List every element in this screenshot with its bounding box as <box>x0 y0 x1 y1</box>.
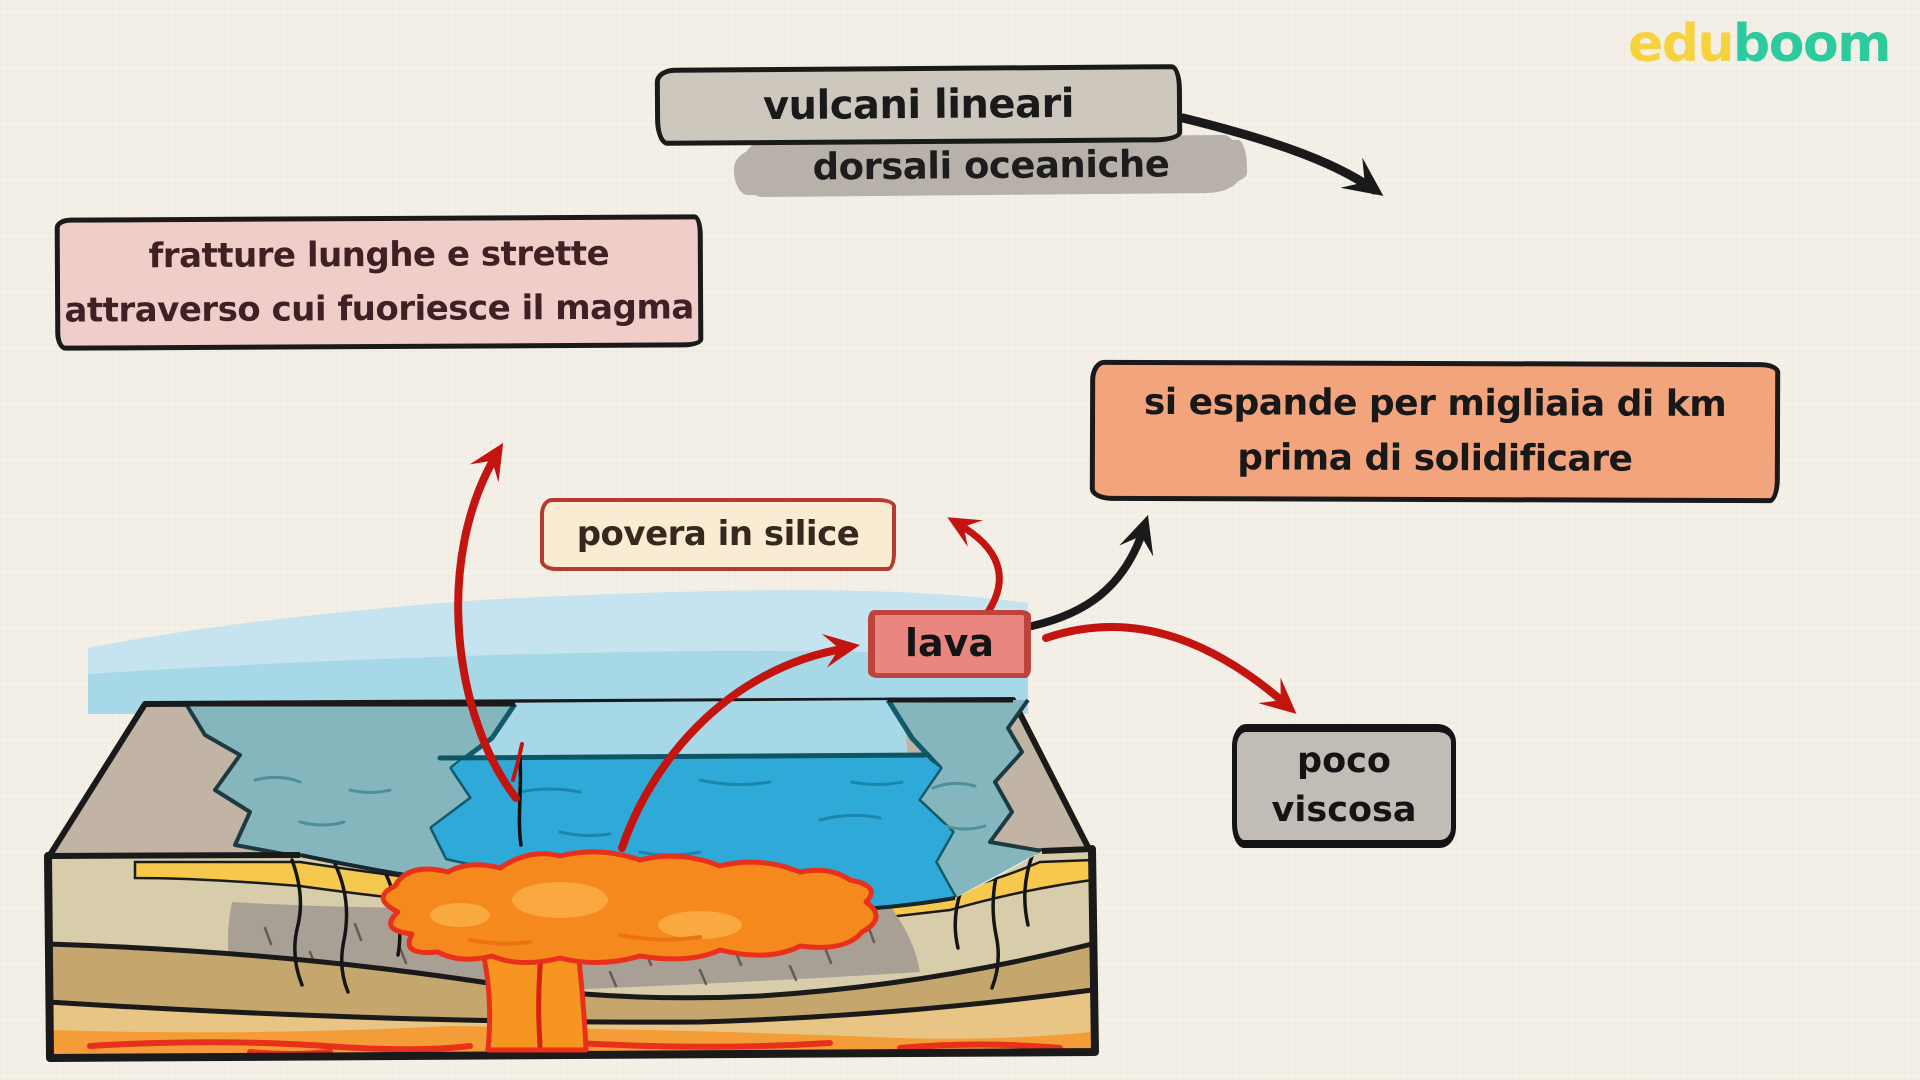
viscosa-line1: poco <box>1297 740 1391 781</box>
magma-streaks <box>87 1039 1063 1057</box>
fratture-line2: attraverso cui fuoriesce il magma <box>64 286 694 331</box>
annotation-arrows <box>454 113 1395 852</box>
logo-edu-text: edu <box>1628 14 1735 74</box>
espande-box: si espande per migliaia di km prima di s… <box>1089 359 1781 504</box>
arrow-lava-to-viscosa-box <box>1042 622 1308 727</box>
vulcani-lineari-box: vulcani lineari <box>654 64 1183 146</box>
arrow-lava-to-povera-box <box>939 504 1003 616</box>
lava-box: lava <box>868 610 1031 678</box>
fratture-line1: fratture lunghe e strette <box>148 233 610 276</box>
block-back-edge <box>145 697 1013 707</box>
fratture-box: fratture lunghe e strette attraverso cui… <box>54 214 704 351</box>
lava-text: lava <box>904 621 995 666</box>
arrow-vulcani-to-right <box>1178 113 1395 212</box>
lava-plume <box>380 849 879 966</box>
plume-shading <box>468 933 702 946</box>
logo-boom-text: boom <box>1733 14 1891 74</box>
arrow-lava-to-espande-box <box>1028 509 1165 630</box>
poco-viscosa-box: poco viscosa <box>1232 724 1456 848</box>
espande-line2: prima di solidificare <box>1237 436 1633 480</box>
viscosa-line2: viscosa <box>1271 790 1417 830</box>
lava-eruption <box>380 849 879 1053</box>
dorsali-text: dorsali oceaniche <box>812 142 1170 189</box>
espande-line1: si espande per migliaia di km <box>1143 381 1727 425</box>
arrow-fracture-to-fratture-box <box>454 433 524 802</box>
tan-stratum <box>48 944 1092 1023</box>
plume-highlights <box>430 882 742 939</box>
vulcani-text: vulcani lineari <box>762 80 1075 130</box>
povera-text: povera in silice <box>576 513 860 554</box>
arrow-plume-to-lava-box <box>618 628 863 852</box>
eduboom-logo: eduboom <box>1628 14 1891 74</box>
povera-silice-box: povera in silice <box>540 498 896 571</box>
seafloor-fracture <box>517 755 523 847</box>
